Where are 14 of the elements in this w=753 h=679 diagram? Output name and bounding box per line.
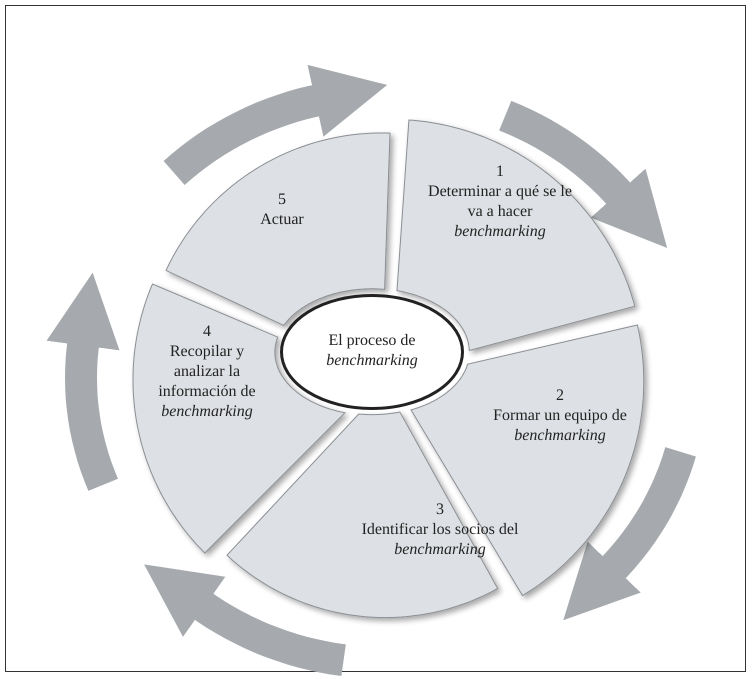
step-label: Formar un equipo de benchmarking <box>492 406 628 446</box>
step-label: Actuar <box>259 210 305 230</box>
step-label: Determinar a qué se le va a hacer benchmarking <box>427 182 573 242</box>
step-number: 1 <box>494 162 505 182</box>
step-label: Recopilar y analizar la información de benchmarking <box>157 342 257 422</box>
pie-segment <box>166 133 390 326</box>
step-number: 3 <box>434 500 445 520</box>
step-label: Identificar los socios del benchmarking <box>360 520 520 560</box>
step-number: 2 <box>554 386 565 406</box>
step-number: 5 <box>276 190 287 210</box>
center-label: El proceso de benchmarking <box>325 331 419 371</box>
pie-segment <box>396 120 634 351</box>
center-ellipse <box>280 294 464 410</box>
step-number: 4 <box>202 322 212 342</box>
